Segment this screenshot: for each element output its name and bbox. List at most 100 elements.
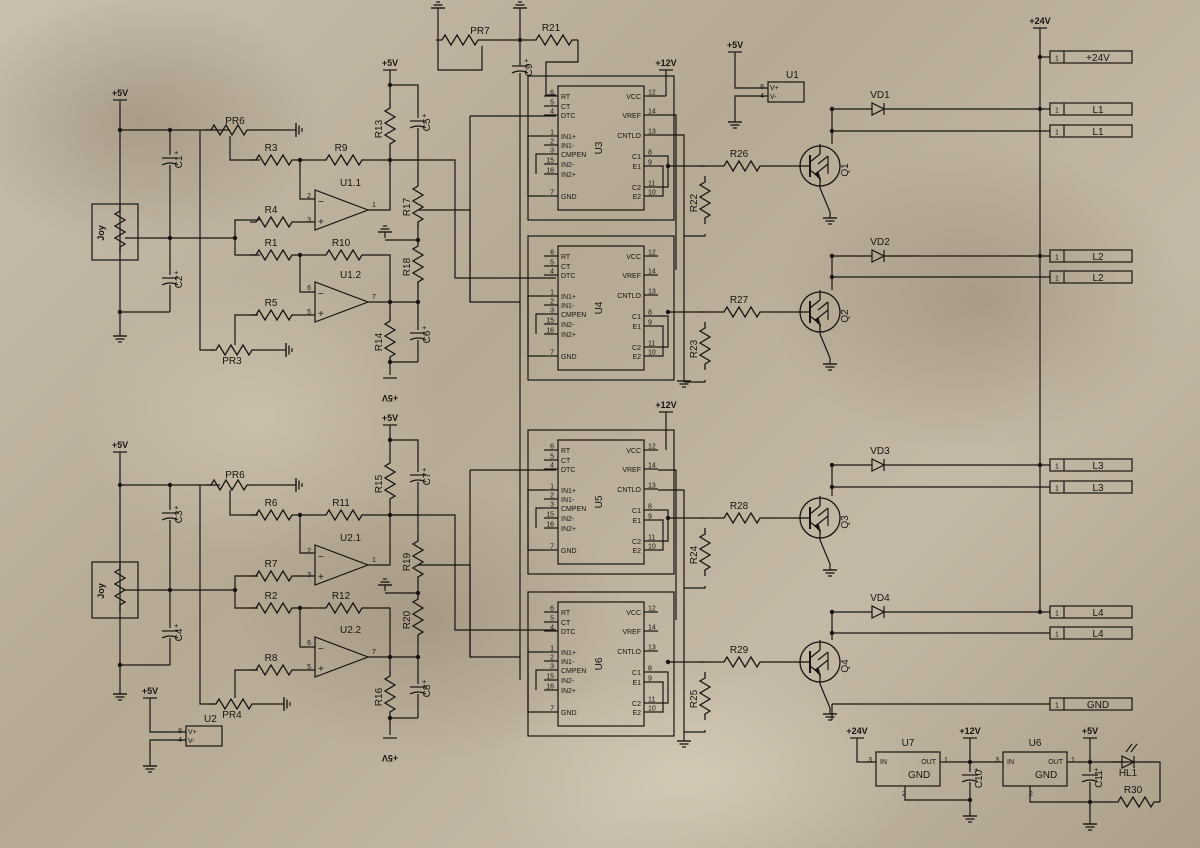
resistor-pull xyxy=(699,527,711,577)
wire xyxy=(734,52,768,89)
wire xyxy=(390,84,419,118)
pin-number: 12 xyxy=(648,444,656,451)
connector-pin: 1 xyxy=(1055,255,1059,262)
ground-symbol xyxy=(279,342,293,358)
wire xyxy=(1067,761,1161,802)
ground-symbol xyxy=(822,357,838,371)
wire xyxy=(199,485,215,705)
wire xyxy=(658,489,685,735)
transistor-label: Q2 xyxy=(840,309,851,323)
supply-label: U1 xyxy=(786,70,799,81)
pwm-ic-label: U3 xyxy=(594,141,605,154)
wire xyxy=(545,40,579,96)
pin-number: 4 xyxy=(550,109,554,116)
wire xyxy=(535,153,544,174)
wire xyxy=(368,514,391,566)
pin-number: 13 xyxy=(648,129,656,136)
pin-label: IN2+ xyxy=(561,172,576,179)
resistor-pull xyxy=(699,175,711,225)
resistor xyxy=(319,249,369,261)
ground-symbol xyxy=(430,1,446,15)
supply-U2 xyxy=(185,725,223,747)
opamp-plus: + xyxy=(318,217,324,228)
resistor-label: R30 xyxy=(1124,785,1143,796)
power-label: +5V xyxy=(382,413,398,423)
regulator-pin: IN xyxy=(1007,759,1014,766)
resistor xyxy=(412,592,424,642)
opamp-minus: − xyxy=(318,552,324,563)
capacitor-plate xyxy=(161,517,179,521)
pin-number: 8 xyxy=(648,504,652,511)
wire xyxy=(819,333,831,359)
connector-label: L2 xyxy=(1092,252,1104,263)
capacitor-plate xyxy=(511,70,529,74)
diode-label: VD3 xyxy=(870,446,890,457)
power-label: +12V xyxy=(959,726,980,736)
capacitor-plate xyxy=(161,282,179,286)
pin-number: 15 xyxy=(546,158,554,165)
connector-4 xyxy=(1049,270,1133,284)
wire xyxy=(527,651,544,713)
connector-label: L3 xyxy=(1092,461,1104,472)
connector-7 xyxy=(1049,605,1133,619)
pin-number: 11 xyxy=(648,535,655,542)
pin-number: 5 xyxy=(550,100,554,107)
resistor-label: R3 xyxy=(265,143,278,154)
regulator-pin: IN xyxy=(880,759,887,766)
joystick-label: Joy xyxy=(96,583,106,599)
wire xyxy=(437,40,483,71)
connector-8 xyxy=(1049,626,1133,640)
junction-dot xyxy=(665,163,671,169)
pin-number: 8 xyxy=(648,150,652,157)
resistor-label: R8 xyxy=(265,653,278,664)
regulator-label: U7 xyxy=(902,738,915,749)
ground-symbol xyxy=(377,225,393,239)
pin-label: IN1+ xyxy=(561,294,576,301)
pin-number: 11 xyxy=(648,181,655,188)
capacitor-label: C4 xyxy=(174,628,185,641)
opamp-pin-number: 6 xyxy=(307,285,311,292)
resistor-label: R16 xyxy=(374,687,385,706)
wire xyxy=(234,669,258,698)
capacitor-polarity: + xyxy=(422,323,427,332)
regulator-pin-number: 3 xyxy=(995,757,999,764)
pin-number: 6 xyxy=(550,90,554,97)
junction-dot xyxy=(387,82,393,88)
pin-number: 13 xyxy=(648,645,656,652)
pin-label: CMPEN xyxy=(561,668,586,675)
junction-dot xyxy=(1037,106,1043,112)
resistor-label: R19 xyxy=(402,552,413,571)
junction-dot xyxy=(517,37,523,43)
connector-pin: 1 xyxy=(1055,56,1059,63)
resistor-label: R17 xyxy=(402,197,413,216)
pin-label: C1 xyxy=(632,154,641,161)
pin-label: IN1- xyxy=(561,659,575,666)
junction-dot xyxy=(967,797,973,803)
pin-number: 16 xyxy=(546,684,554,691)
connector-pin: 1 xyxy=(1055,276,1059,283)
capacitor-polarity: + xyxy=(174,503,179,512)
opamp-pin-number: 5 xyxy=(307,309,311,316)
wire xyxy=(125,575,258,591)
transistor-label: Q4 xyxy=(840,659,851,673)
pin-label: DTC xyxy=(561,273,575,280)
power-label: +24V xyxy=(1029,16,1050,26)
opamp-pin-number: 7 xyxy=(372,649,376,656)
wire xyxy=(535,313,544,334)
pin-label: C2 xyxy=(632,701,641,708)
resistor-label: R15 xyxy=(374,474,385,493)
wire xyxy=(684,586,706,589)
power-label: +5V xyxy=(142,686,158,696)
connector-label: L1 xyxy=(1092,105,1104,116)
power-label: +5V xyxy=(727,40,743,50)
capacitor-label: C2 xyxy=(174,275,185,288)
capacitor-plate xyxy=(161,162,179,166)
connector-pin: 1 xyxy=(1055,703,1059,710)
opamp-u1-2 xyxy=(314,281,370,323)
pin-label: IN2+ xyxy=(561,332,576,339)
opamp-minus: − xyxy=(318,197,324,208)
resistor-pull xyxy=(699,321,711,371)
pwm-ic-U4 xyxy=(557,245,645,371)
resistor xyxy=(384,669,396,719)
wire xyxy=(658,469,677,620)
